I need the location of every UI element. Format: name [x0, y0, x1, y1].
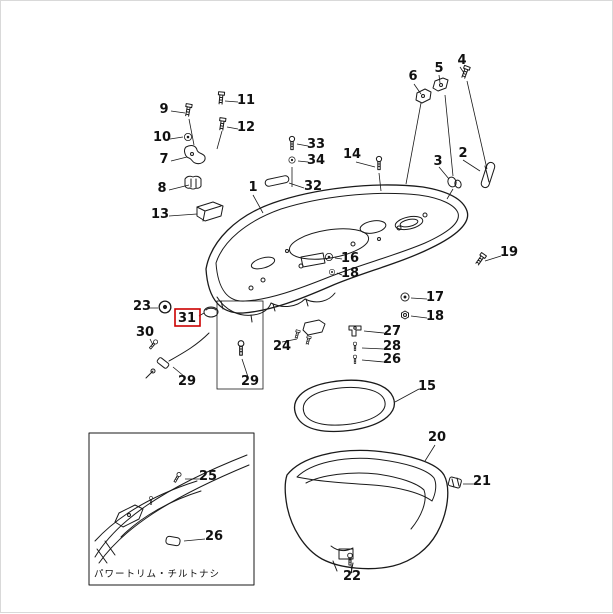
bottom-cowling-drawing — [188, 80, 488, 323]
lower-casing-drawing — [284, 449, 449, 574]
part-label-1[interactable]: 1 — [248, 180, 257, 195]
part-label-29-left[interactable]: 29 — [178, 374, 196, 389]
part-label-15[interactable]: 15 — [418, 379, 436, 394]
part-label-33[interactable]: 33 — [307, 137, 325, 152]
part-label-16[interactable]: 16 — [341, 251, 359, 266]
part-label-9[interactable]: 9 — [159, 102, 168, 117]
part-label-12[interactable]: 12 — [237, 120, 255, 135]
inset-caption: パワートリム・チルトナシ — [94, 569, 220, 580]
part-label-26-right[interactable]: 26 — [383, 352, 401, 367]
part-label-18-right[interactable]: 18 — [426, 309, 444, 324]
part-label-10[interactable]: 10 — [153, 130, 171, 145]
part-label-4[interactable]: 4 — [457, 53, 466, 68]
part-label-13[interactable]: 13 — [151, 207, 169, 222]
part-label-30[interactable]: 30 — [136, 325, 154, 340]
highlight-box-31 — [174, 308, 201, 327]
part-label-17[interactable]: 17 — [426, 290, 444, 305]
part-label-8[interactable]: 8 — [157, 181, 166, 196]
leader-lines — [149, 66, 502, 574]
part-label-23[interactable]: 23 — [133, 299, 151, 314]
part-label-5[interactable]: 5 — [434, 61, 443, 76]
part-label-7[interactable]: 7 — [159, 152, 168, 167]
part-label-11[interactable]: 11 — [237, 93, 255, 108]
gasket-drawing — [293, 379, 395, 433]
part-label-3[interactable]: 3 — [433, 154, 442, 169]
part-label-34[interactable]: 34 — [307, 153, 325, 168]
part-label-22[interactable]: 22 — [343, 569, 361, 584]
part-label-32[interactable]: 32 — [304, 179, 322, 194]
part-label-24[interactable]: 24 — [273, 339, 291, 354]
part-label-19[interactable]: 19 — [500, 245, 518, 260]
part-label-28[interactable]: 28 — [383, 339, 401, 354]
part-label-6[interactable]: 6 — [408, 69, 417, 84]
part-label-29-box[interactable]: 29 — [241, 374, 259, 389]
part-label-26-inset[interactable]: 26 — [205, 529, 223, 544]
part-label-31-highlighted[interactable]: 31 — [178, 311, 196, 326]
part-label-18-center[interactable]: 18 — [341, 266, 359, 281]
part-label-2[interactable]: 2 — [458, 146, 467, 161]
inset-view: パワートリム・チルトナシ — [88, 432, 255, 586]
part-label-14[interactable]: 14 — [343, 147, 361, 162]
part-label-20[interactable]: 20 — [428, 430, 446, 445]
part-label-25[interactable]: 25 — [199, 469, 217, 484]
part-label-21[interactable]: 21 — [473, 474, 491, 489]
part-label-27[interactable]: 27 — [383, 324, 401, 339]
small-parts-drawing — [145, 64, 496, 566]
